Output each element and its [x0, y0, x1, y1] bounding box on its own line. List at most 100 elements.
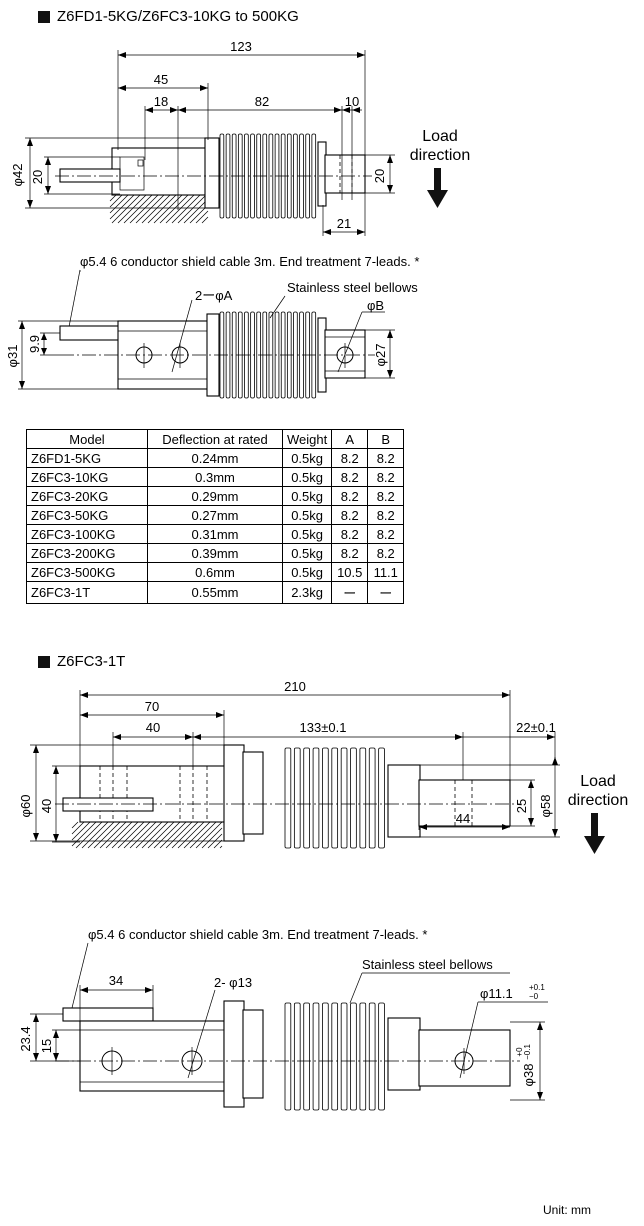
table-row: Z6FC3-10KG 0.3mm 0.5kg 8.2 8.2 — [26, 467, 405, 487]
square-bullet-icon — [38, 655, 50, 668]
phi38-tol-upper: +0 — [515, 1047, 524, 1057]
dim-20-right: 20 — [372, 169, 387, 183]
cell: 8.2 — [367, 524, 405, 544]
hatch-line — [123, 821, 151, 849]
holes-label-2: 2- φ13 — [214, 975, 252, 990]
hatch-line — [195, 821, 223, 849]
hatch-line — [109, 194, 123, 208]
bellows-fin — [293, 311, 298, 399]
dim-123: 123 — [230, 39, 252, 54]
cell: 0.55mm — [147, 581, 283, 604]
dim-82: 82 — [255, 94, 269, 109]
dim-10: 10 — [345, 94, 359, 109]
cell: 8.2 — [331, 505, 369, 525]
dim-phi31: φ31 — [5, 345, 20, 368]
dim-133: 133±0.1 — [300, 720, 347, 735]
cell: 8.2 — [331, 467, 369, 487]
phi11-label: φ11.1 — [480, 986, 513, 1001]
right-collar-2-top — [387, 1017, 421, 1091]
cell: 0.31mm — [147, 524, 283, 544]
bellows-label-2: Stainless steel bellows — [362, 957, 493, 972]
cell: 0.24mm — [147, 448, 283, 468]
cell: 2.3kg — [281, 581, 333, 604]
hatch-line — [171, 194, 201, 224]
cell: Z6FC3-10KG — [26, 467, 148, 487]
cell: 8.2 — [331, 543, 369, 563]
cell: 0.5kg — [281, 562, 333, 582]
cable-2 — [62, 797, 154, 812]
section1-top-view: φ5.4 6 conductor shield cable 3m. End tr… — [5, 254, 419, 399]
hatch-line — [171, 821, 199, 849]
hatch-line — [165, 821, 193, 849]
hatch-line — [141, 821, 169, 849]
bellows-fin — [293, 133, 298, 219]
hatch-line — [71, 821, 85, 835]
cell: 0.5kg — [281, 486, 333, 506]
bellows-fin — [331, 747, 339, 849]
table-row: Z6FC3-1T 0.55mm 2.3kg ー ー — [26, 581, 405, 604]
block-cutout-mark-1 — [137, 159, 144, 167]
bellows-fin — [303, 1002, 310, 1111]
hatch-line — [219, 845, 223, 849]
hatch-line — [87, 821, 115, 849]
fixed-block-2 — [79, 765, 226, 823]
cell: 8.2 — [331, 486, 369, 506]
bellows-fin — [303, 747, 310, 849]
hatch-line — [135, 821, 163, 849]
down-arrow-icon — [427, 168, 448, 208]
col-weight: Weight — [281, 429, 333, 449]
hatch-line — [153, 821, 181, 849]
hatch-line — [117, 821, 145, 849]
dim-phi38: φ38 — [521, 1064, 536, 1087]
hatch-line — [93, 821, 121, 849]
bellows-fin — [350, 1002, 357, 1111]
bellows-fin — [331, 1002, 339, 1111]
col-a: A — [331, 429, 369, 449]
table-row: Z6FC3-500KG 0.6mm 0.5kg 10.5 11.1 — [26, 562, 405, 582]
right-collar-2 — [387, 764, 421, 838]
bellows-fin — [244, 133, 249, 219]
bellows-2 — [284, 747, 385, 849]
dim-18: 18 — [154, 94, 168, 109]
bellows-fin — [378, 1002, 385, 1111]
bellows-fin — [322, 747, 329, 849]
flange-2-step — [242, 751, 264, 835]
hatch-line — [177, 194, 207, 224]
ground-hatch-2 — [71, 821, 223, 849]
hatch-line — [159, 194, 189, 224]
flange-2-top — [223, 1000, 245, 1108]
section1-side-view: 123 45 18 82 10 φ42 20 20 21 Load direct… — [10, 39, 470, 236]
bellows-fin — [312, 747, 320, 849]
table-row: Z6FC3-200KG 0.39mm 0.5kg 8.2 8.2 — [26, 543, 405, 563]
col-model: Model — [26, 429, 148, 449]
cell: 11.1 — [367, 562, 405, 582]
cable-1 — [59, 168, 121, 183]
bellows-fin — [293, 747, 301, 849]
table-row: Z6FC3-100KG 0.31mm 0.5kg 8.2 8.2 — [26, 524, 405, 544]
cable-1-top — [59, 325, 121, 341]
load-shaft-2 — [418, 779, 511, 827]
phi11-tol-upper: +0.1 — [529, 983, 545, 992]
hatch-line — [71, 821, 97, 847]
dim-phi42: φ42 — [10, 164, 25, 187]
cell: Z6FC3-200KG — [26, 543, 148, 563]
dim-21: 21 — [337, 216, 351, 231]
cell: 0.29mm — [147, 486, 283, 506]
load-direction-2-line2: direction — [568, 792, 628, 809]
hatch-line — [201, 827, 223, 849]
section2-top-view: φ5.4 6 conductor shield cable 3m. End tr… — [18, 927, 548, 1111]
hatch-line — [165, 194, 195, 224]
hatch-line — [109, 194, 129, 214]
hatch-line — [129, 821, 157, 849]
cell: 0.5kg — [281, 524, 333, 544]
hatch-line — [109, 194, 135, 220]
cell: Z6FC3-500KG — [26, 562, 148, 582]
fixed-block-2-top — [79, 1020, 225, 1092]
cable-note-1: φ5.4 6 conductor shield cable 3m. End tr… — [80, 254, 419, 269]
dim-phi58: φ58 — [538, 795, 553, 818]
bellows-1-top — [219, 311, 317, 399]
dim-44: 44 — [456, 811, 470, 826]
dim-25: 25 — [514, 799, 529, 813]
hatch-line — [147, 821, 175, 849]
hatch-line — [159, 821, 187, 849]
